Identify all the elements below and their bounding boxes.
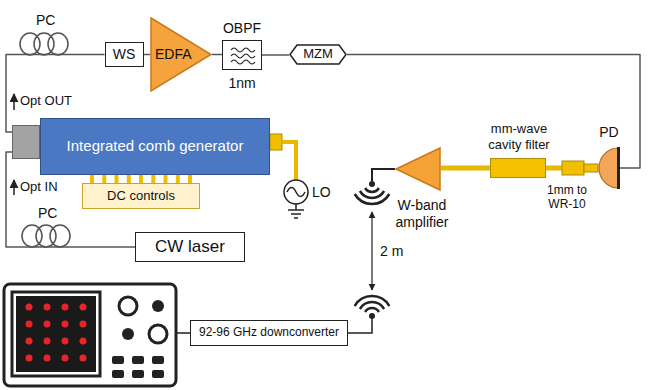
node-text: mm-wave cavity filter (478, 121, 560, 153)
node-text: CW laser (155, 238, 225, 257)
laser-box: CW laser (135, 232, 245, 262)
waveguide-adapter (562, 161, 584, 175)
node-text: MZM (303, 47, 333, 61)
optical-connector (12, 125, 40, 159)
ground-symbol (295, 204, 297, 210)
scope-button (152, 356, 164, 364)
fiber-coil (50, 225, 70, 247)
rf-connector (270, 134, 282, 150)
shape-outline (223, 41, 263, 71)
antenna-wave (355, 194, 390, 204)
oscilloscope-screen (12, 292, 100, 376)
chip-box: Integrated comb generator (12, 118, 270, 175)
node-text: PD (599, 124, 618, 140)
shape-fill (290, 45, 346, 64)
component-label: PC (38, 205, 57, 222)
lo-source-symbol (284, 180, 308, 204)
component-label: 1mm to WR-10 (538, 183, 596, 212)
direction-arrow (13, 94, 15, 110)
port-label: Opt OUT (20, 93, 72, 109)
amplifier-triangle: W-band amplifier (395, 147, 441, 191)
shape-outline (598, 147, 620, 189)
antenna-wave (365, 308, 379, 312)
distance-label: 2 m (380, 243, 403, 260)
node-text: W-band amplifier (387, 197, 457, 231)
node-text: Integrated comb generator (67, 138, 244, 155)
node-text: OBPF (223, 20, 261, 36)
fiber-coil (48, 33, 68, 55)
shape-fill (617, 147, 620, 189)
downconverter-box: 92-96 GHz downconverter (190, 320, 348, 346)
scope-knob (122, 328, 134, 340)
control-box: DC controls (82, 183, 200, 209)
direction-arrow (13, 180, 15, 195)
waveguide-adapter (584, 164, 598, 172)
antenna-wave (365, 188, 379, 192)
ground-symbol (294, 217, 298, 219)
ground-symbol (291, 213, 301, 215)
fiber-link (212, 54, 222, 56)
fiber-link (144, 54, 151, 56)
filter-box: OBPF1nm (222, 40, 262, 70)
shape-fill (396, 148, 440, 190)
node-text: DC controls (107, 189, 175, 203)
shape-fill (231, 48, 255, 64)
process-box: WS (105, 42, 144, 67)
antenna-symbol (369, 181, 375, 187)
scope-knob (119, 297, 137, 315)
antenna-wave (360, 302, 384, 309)
component-label: PC (36, 12, 55, 29)
shape-fill (151, 18, 211, 91)
control-pins (92, 175, 190, 183)
modulator-hexagon: MZM (289, 44, 347, 65)
fiber-link (262, 54, 289, 56)
scope-button (152, 370, 164, 378)
signal-cable (176, 332, 190, 334)
port-label: Opt IN (20, 179, 58, 195)
node-text: EDFA (155, 47, 192, 62)
scope-knob (149, 325, 167, 343)
antenna-feed (348, 319, 372, 333)
scope-button (112, 370, 124, 378)
sine-symbol (287, 188, 305, 197)
filter-symbol (231, 60, 255, 64)
shape-fill (599, 148, 618, 188)
waveguide-link (441, 166, 490, 171)
rf-cable (282, 142, 296, 180)
filter-symbol (231, 48, 255, 52)
distance-arrow (371, 212, 372, 290)
signal-label: LO (312, 184, 331, 201)
antenna-wave (355, 296, 390, 306)
filter-symbol (231, 54, 255, 58)
node-text: 92-96 GHz downconverter (199, 326, 339, 339)
oscilloscope-screen (16, 296, 96, 372)
scope-button (132, 370, 144, 378)
ground-symbol (288, 209, 304, 211)
scope-button (112, 356, 124, 364)
amplifier-triangle: EDFA (150, 17, 212, 92)
photodiode-symbol: PD (598, 147, 620, 189)
antenna-symbol (369, 313, 375, 319)
cavity-filter: mm-wave cavity filter (490, 158, 546, 178)
shape-outline (395, 147, 441, 191)
node-text: WS (113, 47, 136, 62)
oscilloscope-body (4, 284, 176, 386)
scope-button (132, 356, 144, 364)
antenna-feed (372, 169, 395, 181)
fiber-link (347, 55, 640, 169)
antenna-wave (360, 191, 384, 198)
constellation-points (26, 304, 87, 362)
node-text: 1nm (228, 75, 255, 91)
scope-knob (152, 300, 164, 312)
